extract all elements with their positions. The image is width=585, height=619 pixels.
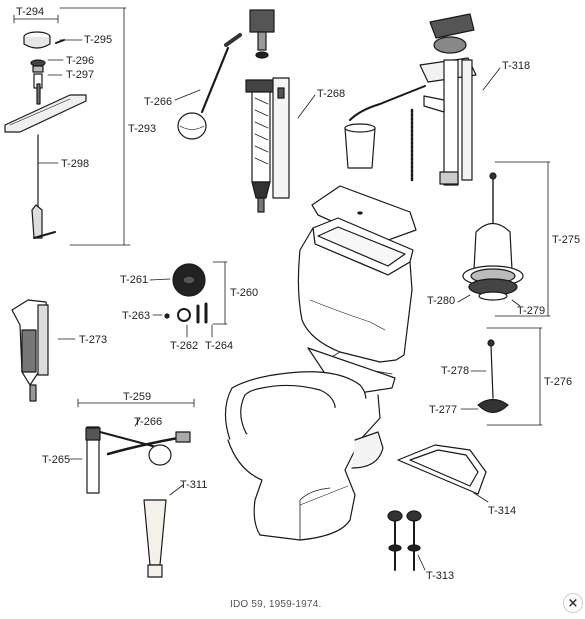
overflow-tube xyxy=(143,499,167,578)
label-t273: T-273 xyxy=(79,334,108,346)
label-t266-top: T-266 xyxy=(144,96,173,108)
flush-valve xyxy=(462,172,524,301)
label-t260: T-260 xyxy=(230,287,259,299)
caption: IDO 59, 1959-1974. xyxy=(230,599,322,610)
label-t276: T-276 xyxy=(544,376,573,388)
label-t261: T-261 xyxy=(120,274,149,286)
flush-mechanism xyxy=(344,13,477,186)
label-t277: T-277 xyxy=(429,404,458,416)
label-t314: T-314 xyxy=(488,505,517,517)
seal-parts xyxy=(164,263,208,324)
flush-button-assembly xyxy=(4,31,87,239)
flapper xyxy=(477,339,509,414)
label-t268: T-268 xyxy=(317,88,346,100)
label-t313: T-313 xyxy=(426,570,455,582)
leader-lines xyxy=(13,7,551,571)
toilet-bowl xyxy=(224,347,396,541)
cistern xyxy=(297,185,417,375)
label-t275: T-275 xyxy=(552,234,581,246)
label-t262: T-262 xyxy=(170,340,199,352)
float-valve-assembly xyxy=(177,9,290,213)
label-t318: T-318 xyxy=(502,60,531,72)
close-icon: × xyxy=(567,595,579,611)
fill-valve xyxy=(11,299,49,402)
label-t265: T-265 xyxy=(42,454,71,466)
label-t296: T-296 xyxy=(66,55,95,67)
close-button[interactable]: × xyxy=(563,593,583,613)
label-t263: T-263 xyxy=(122,310,151,322)
label-t294: T-294 xyxy=(16,6,45,18)
label-t280: T-280 xyxy=(427,295,456,307)
label-t298: T-298 xyxy=(61,158,90,170)
label-t264: T-264 xyxy=(205,340,234,352)
label-t278: T-278 xyxy=(441,365,470,377)
label-t295: T-295 xyxy=(84,34,113,46)
label-t259: T-259 xyxy=(123,391,152,403)
float-arm-assembly xyxy=(85,426,191,494)
label-t297: T-297 xyxy=(66,69,95,81)
label-t311: T-311 xyxy=(180,479,208,491)
label-t279: T-279 xyxy=(517,305,546,317)
mounting-bolts xyxy=(387,510,422,571)
gasket-plate xyxy=(397,444,487,495)
label-t266-lower: T-266 xyxy=(134,416,163,428)
label-t293: T-293 xyxy=(128,123,157,135)
